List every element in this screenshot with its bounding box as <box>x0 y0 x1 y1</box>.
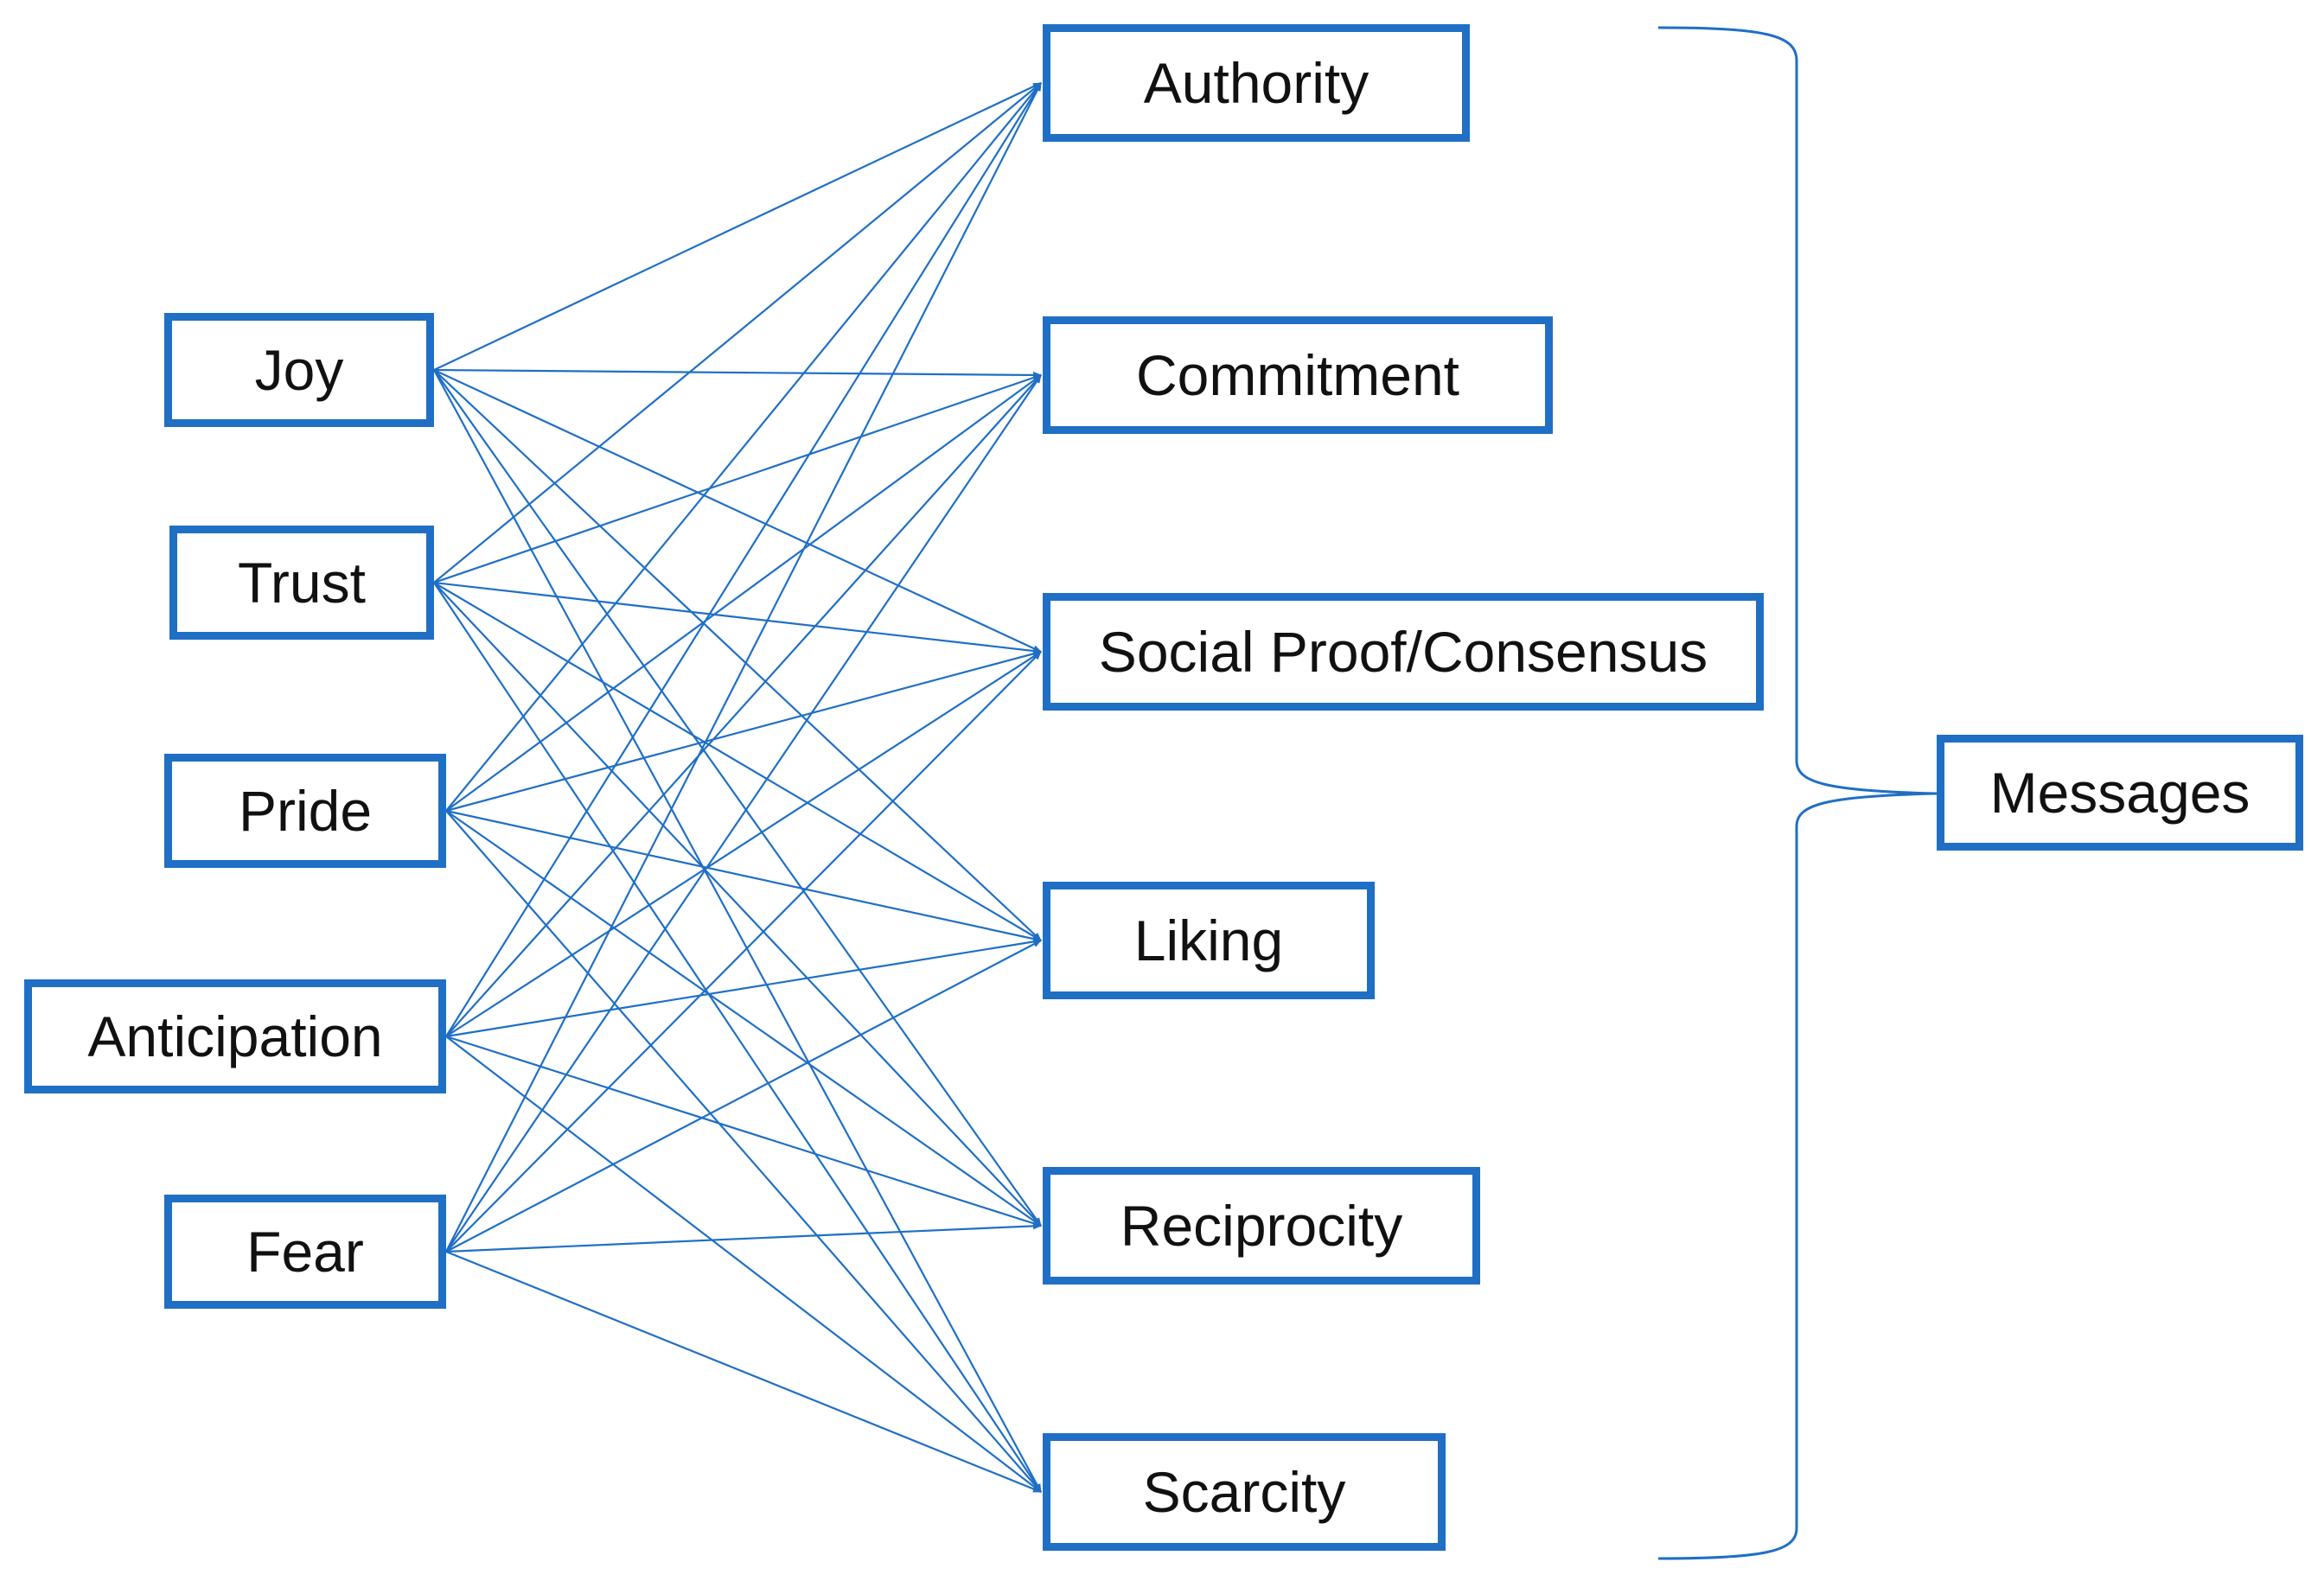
edge-joy-to-reciprocity <box>433 369 1042 1227</box>
principle-box-commitment: Commitment <box>1043 316 1553 434</box>
principle-label-scarcity: Scarcity <box>1142 1460 1346 1524</box>
edge-anticipation-to-reciprocity <box>445 1035 1042 1227</box>
principle-label-commitment: Commitment <box>1135 343 1460 407</box>
emotion-label-pride: Pride <box>238 779 373 843</box>
edge-pride-to-liking <box>445 809 1042 942</box>
emotion-box-anticipation: Anticipation <box>24 979 446 1093</box>
principle-box-social-proof: Social Proof/Consensus <box>1043 593 1764 711</box>
messages-brace <box>1657 26 1938 1560</box>
edge-anticipation-to-scarcity <box>445 1036 1042 1493</box>
emotion-label-fear: Fear <box>246 1220 364 1284</box>
edge-joy-to-social-proof <box>433 369 1042 653</box>
principle-box-liking: Liking <box>1043 882 1375 999</box>
edge-pride-to-authority <box>445 82 1042 812</box>
messages-box: Messages <box>1937 735 2303 851</box>
edge-fear-to-commitment <box>445 374 1042 1253</box>
principle-label-liking: Liking <box>1133 908 1284 972</box>
emotion-box-joy: Joy <box>164 313 434 427</box>
messages-label: Messages <box>1989 761 2251 825</box>
principle-label-authority: Authority <box>1143 51 1370 115</box>
edge-trust-to-authority <box>433 82 1042 583</box>
edge-pride-to-scarcity <box>445 810 1042 1493</box>
edge-trust-to-liking <box>433 582 1042 941</box>
edge-fear-to-authority <box>445 82 1042 1253</box>
edge-pride-to-commitment <box>445 374 1042 812</box>
edge-anticipation-to-commitment <box>445 374 1042 1037</box>
edge-fear-to-scarcity <box>445 1250 1042 1494</box>
edge-joy-to-authority <box>433 82 1042 371</box>
emotion-box-fear: Fear <box>164 1195 446 1309</box>
principle-box-scarcity: Scarcity <box>1043 1433 1446 1551</box>
edge-joy-to-commitment <box>433 368 1042 379</box>
edge-fear-to-liking <box>445 940 1042 1253</box>
edge-trust-to-reciprocity <box>433 582 1042 1227</box>
emotion-label-joy: Joy <box>254 338 344 402</box>
edge-trust-to-scarcity <box>433 582 1042 1493</box>
connection-lines <box>433 82 1042 1494</box>
principle-box-reciprocity: Reciprocity <box>1043 1167 1480 1285</box>
edge-joy-to-scarcity <box>433 369 1042 1493</box>
principle-label-reciprocity: Reciprocity <box>1120 1194 1403 1258</box>
principle-box-authority: Authority <box>1043 24 1470 142</box>
edge-anticipation-to-liking <box>445 938 1042 1038</box>
edge-pride-to-social-proof <box>445 650 1042 813</box>
edge-trust-to-social-proof <box>433 581 1042 654</box>
emotion-box-trust: Trust <box>169 526 434 640</box>
edge-pride-to-reciprocity <box>445 810 1042 1227</box>
edge-fear-to-reciprocity <box>445 1222 1042 1253</box>
edge-fear-to-social-proof <box>445 651 1042 1253</box>
emotion-label-anticipation: Anticipation <box>87 1004 383 1068</box>
emotion-box-pride: Pride <box>164 754 446 868</box>
principle-label-social-proof: Social Proof/Consensus <box>1098 620 1708 684</box>
emotion-label-trust: Trust <box>238 551 366 615</box>
edge-trust-to-commitment <box>433 373 1042 584</box>
edge-anticipation-to-social-proof <box>445 651 1042 1037</box>
edge-joy-to-liking <box>433 369 1042 941</box>
edge-anticipation-to-authority <box>445 82 1042 1037</box>
